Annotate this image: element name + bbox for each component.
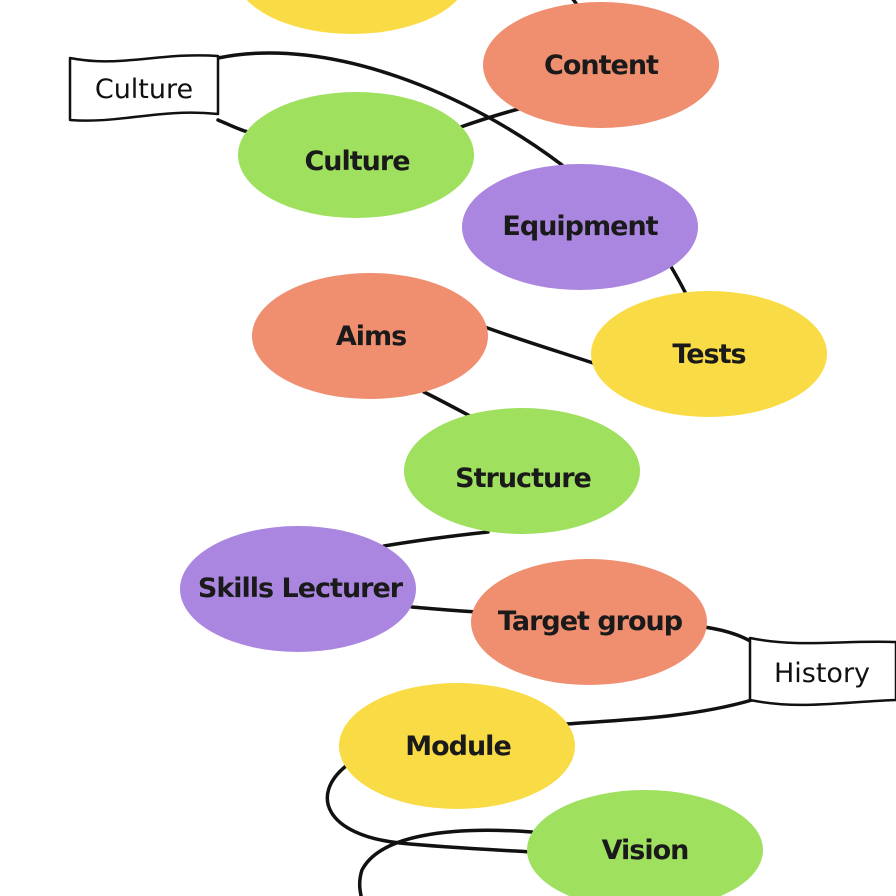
- edge-culture-flag-culture: [216, 118, 250, 134]
- edge-aims-tests: [480, 324, 598, 366]
- edge-aims-structure: [422, 390, 472, 418]
- node-vision-shape: [527, 790, 763, 896]
- node-equipment: Equipment: [462, 164, 698, 290]
- edge-skills-target: [410, 605, 480, 614]
- node-skills-lecturer-label: Skills Lecturer: [198, 573, 404, 604]
- node-target-group-shape: [471, 559, 707, 685]
- node-module-shape: [339, 683, 575, 809]
- edge-target-history: [702, 625, 754, 644]
- node-module-label: Module: [405, 731, 511, 762]
- node-top: [246, 0, 458, 34]
- edge-vision-offscreen: [357, 828, 534, 896]
- node-content: Content: [483, 2, 719, 128]
- node-structure-shape: [404, 408, 640, 534]
- node-aims-shape: [252, 273, 488, 399]
- edge-culture-flag-equipment: [216, 51, 564, 167]
- flag-history: History: [748, 636, 896, 707]
- node-content-label: Content: [544, 50, 659, 81]
- node-structure-label: Structure: [455, 463, 591, 494]
- node-skills-lecturer: Skills Lecturer: [180, 526, 416, 652]
- node-skills-lecturer-shape: [180, 526, 416, 652]
- node-culture-label: Culture: [304, 146, 409, 177]
- node-tests: Tests: [591, 291, 827, 417]
- node-vision: Vision: [527, 790, 763, 896]
- edge-history-module: [564, 698, 754, 726]
- node-culture-shape: [238, 92, 474, 218]
- node-module: Module: [339, 683, 575, 809]
- node-target-group: Target group: [471, 559, 707, 685]
- node-vision-label: Vision: [602, 835, 689, 866]
- flag-history-label: History: [774, 658, 870, 689]
- node-aims: Aims: [252, 273, 488, 399]
- connector-lines: [216, 0, 754, 896]
- node-tests-label: Tests: [672, 339, 745, 370]
- node-content-shape: [483, 2, 719, 128]
- node-aims-label: Aims: [336, 321, 406, 352]
- edge-equipment-tests: [668, 263, 688, 296]
- flag-culture: Culture: [68, 54, 220, 122]
- node-target-group-label: Target group: [498, 606, 683, 637]
- flag-culture-label: Culture: [95, 74, 193, 105]
- node-equipment-label: Equipment: [502, 211, 658, 242]
- node-culture: Culture: [238, 92, 474, 218]
- edge-structure-skills: [382, 530, 490, 548]
- node-equipment-shape: [462, 164, 698, 290]
- node-top-shape: [246, 0, 458, 34]
- node-tests-shape: [591, 291, 827, 417]
- node-structure: Structure: [404, 408, 640, 534]
